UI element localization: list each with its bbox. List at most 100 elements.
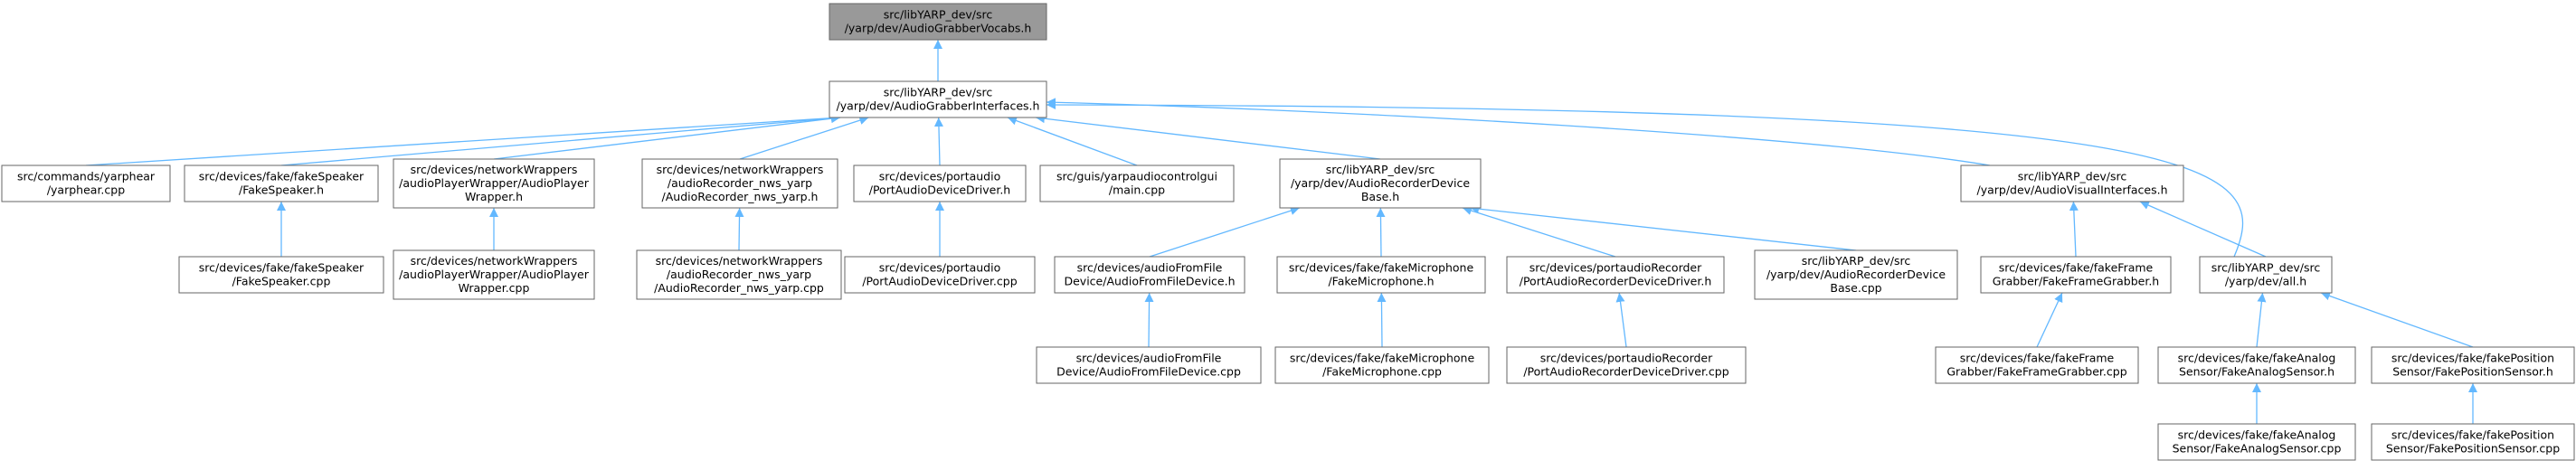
file-node-label: src/devices/fake/fakeFrame: [1999, 261, 2154, 275]
file-node-label: /yarp/dev/AudioVisualInterfaces.h: [1976, 183, 2167, 197]
file-node-label: src/libYARP_dev/src: [2211, 261, 2321, 275]
file-node-label: src/devices/networkWrappers: [411, 163, 578, 176]
file-node-label: /yarp/dev/AudioGrabberInterfaces.h: [837, 99, 1040, 113]
file-node-label: /audioRecorder_nws_yarp: [667, 268, 811, 281]
file-node-label: src/devices/portaudio: [879, 170, 1001, 183]
include-edge: [734, 207, 744, 251]
file-node-label: src/devices/fake/fakeSpeaker: [199, 170, 365, 183]
file-nodes: src/libYARP_dev/src/yarp/dev/AudioGrabbe…: [1, 3, 2575, 461]
file-node-fake-mic-cpp[interactable]: src/devices/fake/fakeMicrophone/FakeMicr…: [1274, 346, 1490, 384]
file-node-label: /FakeSpeaker.cpp: [232, 275, 331, 288]
file-node-pa-recorder-h[interactable]: src/devices/portaudioRecorder/PortAudioR…: [1506, 256, 1725, 294]
include-edge: [1376, 207, 1386, 258]
file-node-label: /FakeMicrophone.h: [1328, 275, 1434, 288]
file-node-label: Base.cpp: [1830, 281, 1881, 295]
file-node-label: src/devices/networkWrappers: [656, 254, 823, 268]
file-node-label: src/libYARP_dev/src: [1326, 163, 1435, 176]
file-node-label: Sensor/FakeAnalogSensor.cpp: [2173, 442, 2342, 456]
file-node-label: src/devices/fake/fakeAnalog: [2178, 352, 2336, 365]
file-node-grabber-ifaces[interactable]: src/libYARP_dev/src/yarp/dev/AudioGrabbe…: [829, 80, 1047, 118]
file-node-label: Device/AudioFromFileDevice.h: [1064, 275, 1235, 288]
file-node-label: src/devices/fake/fakeSpeaker: [199, 261, 365, 275]
file-node-label: src/devices/portaudio: [879, 261, 1001, 275]
file-node-yarphear[interactable]: src/commands/yarphear/yarphear.cpp: [1, 164, 171, 202]
file-node-label: src/commands/yarphear: [17, 170, 156, 183]
file-node-av-ifaces[interactable]: src/libYARP_dev/src/yarp/dev/AudioVisual…: [1960, 164, 2184, 202]
include-edge: [1007, 116, 1138, 166]
file-node-label: src/devices/audioFromFile: [1077, 261, 1223, 275]
include-edge: [1377, 292, 1387, 348]
file-node-audio-from-file-cpp[interactable]: src/devices/audioFromFileDevice/AudioFro…: [1036, 346, 1262, 384]
file-node-label: src/devices/portaudioRecorder: [1540, 352, 1713, 365]
file-node-label: /AudioRecorder_nws_yarp.cpp: [654, 281, 824, 295]
file-node-label: Grabber/FakeFrameGrabber.cpp: [1946, 365, 2126, 379]
file-node-label: /AudioRecorder_nws_yarp.h: [662, 190, 819, 203]
file-node-label: Device/AudioFromFileDevice.cpp: [1056, 365, 1241, 379]
file-node-label: /audioRecorder_nws_yarp: [668, 176, 812, 190]
file-node-portaudio-h[interactable]: src/devices/portaudio/PortAudioDeviceDri…: [853, 164, 1027, 202]
include-edge: [85, 113, 841, 166]
file-node-box: [1054, 256, 1245, 294]
file-node-box: [1506, 256, 1725, 294]
include-edge: [493, 114, 841, 160]
file-node-label: src/devices/networkWrappers: [657, 163, 824, 176]
file-node-label: Base.h: [1361, 190, 1399, 203]
file-node-fake-mic-h[interactable]: src/devices/fake/fakeMicrophone/FakeMicr…: [1276, 256, 1486, 294]
file-node-label: src/devices/fake/fakeMicrophone: [1289, 261, 1474, 275]
file-node-label: /yarp/dev/all.h: [2225, 275, 2306, 288]
file-node-box: [1960, 164, 2184, 202]
file-node-recorder-base-h[interactable]: src/libYARP_dev/src/yarp/dev/AudioRecord…: [1279, 158, 1482, 209]
file-node-fake-position-h[interactable]: src/devices/fake/fakePositionSensor/Fake…: [2371, 346, 2575, 384]
file-node-label: src/libYARP_dev/src: [884, 8, 993, 22]
file-node-box: [1980, 256, 2172, 294]
file-node-label: /yarp/dev/AudioGrabberVocabs.h: [845, 22, 1032, 35]
include-edge: [2256, 292, 2267, 348]
file-node-label: /PortAudioRecorderDeviceDriver.h: [1520, 275, 1712, 288]
include-edge: [2069, 201, 2079, 258]
file-node-box: [2371, 346, 2575, 384]
include-edge: [2036, 292, 2063, 348]
file-node-box: [1039, 164, 1235, 202]
file-node-label: src/devices/networkWrappers: [411, 254, 578, 268]
file-node-fake-position-cpp[interactable]: src/devices/fake/fakePositionSensor/Fake…: [2371, 423, 2575, 461]
include-edge: [933, 117, 943, 166]
file-node-label: Sensor/FakeAnalogSensor.h: [2179, 365, 2334, 379]
file-node-fake-speaker-cpp[interactable]: src/devices/fake/fakeSpeaker/FakeSpeaker…: [178, 256, 384, 294]
file-node-fake-analog-h[interactable]: src/devices/fake/fakeAnalogSensor/FakeAn…: [2157, 346, 2356, 384]
file-node-box: [393, 249, 595, 300]
file-node-recorder-base-cpp[interactable]: src/libYARP_dev/src/yarp/dev/AudioRecord…: [1754, 249, 1958, 300]
file-node-label: Grabber/FakeFrameGrabber.h: [1993, 275, 2159, 288]
file-node-label: Sensor/FakePositionSensor.cpp: [2386, 442, 2560, 456]
file-node-label: /PortAudioDeviceDriver.cpp: [862, 275, 1017, 288]
file-node-label: Wrapper.h: [465, 190, 523, 203]
file-node-fake-analog-cpp[interactable]: src/devices/fake/fakeAnalogSensor/FakeAn…: [2157, 423, 2356, 461]
file-node-box: [2199, 256, 2333, 294]
file-node-vocabs: src/libYARP_dev/src/yarp/dev/AudioGrabbe…: [829, 3, 1047, 41]
file-node-label: /audioPlayerWrapper/AudioPlayer: [399, 268, 590, 281]
file-node-recorder-nws-cpp[interactable]: src/devices/networkWrappers/audioRecorde…: [636, 249, 842, 300]
file-node-label: /yarphear.cpp: [47, 183, 125, 197]
include-edge: [1615, 292, 1627, 348]
file-node-box: [636, 249, 842, 300]
file-node-box: [829, 3, 1047, 41]
file-node-yarpaudiocontrolgui[interactable]: src/guis/yarpaudiocontrolgui/main.cpp: [1039, 164, 1235, 202]
file-node-audio-from-file-h[interactable]: src/devices/audioFromFileDevice/AudioFro…: [1054, 256, 1245, 294]
file-node-player-wrapper-cpp[interactable]: src/devices/networkWrappers/audioPlayerW…: [393, 249, 595, 300]
include-edge: [1144, 292, 1154, 348]
file-node-player-wrapper-h[interactable]: src/devices/networkWrappers/audioPlayerW…: [393, 158, 595, 209]
include-edge: [1035, 114, 1381, 160]
file-node-box: [829, 80, 1047, 118]
file-node-label: /FakeSpeaker.h: [239, 183, 324, 197]
file-node-pa-recorder-cpp[interactable]: src/devices/portaudioRecorder/PortAudioR…: [1506, 346, 1747, 384]
file-node-box: [844, 256, 1036, 294]
file-node-all-h[interactable]: src/libYARP_dev/src/yarp/dev/all.h: [2199, 256, 2333, 294]
file-node-recorder-nws-h[interactable]: src/devices/networkWrappers/audioRecorde…: [641, 158, 838, 209]
file-node-label: /audioPlayerWrapper/AudioPlayer: [399, 176, 590, 190]
include-edge: [2139, 201, 2267, 258]
file-node-fake-speaker-h[interactable]: src/devices/fake/fakeSpeaker/FakeSpeaker…: [184, 164, 379, 202]
file-node-fake-frame-grabber-cpp[interactable]: src/devices/fake/fakeFrameGrabber/FakeFr…: [1935, 346, 2139, 384]
file-node-portaudio-cpp[interactable]: src/devices/portaudio/PortAudioDeviceDri…: [844, 256, 1036, 294]
file-node-box: [1506, 346, 1747, 384]
file-node-box: [853, 164, 1027, 202]
file-node-fake-frame-grabber-h[interactable]: src/devices/fake/fakeFrameGrabber/FakeFr…: [1980, 256, 2172, 294]
